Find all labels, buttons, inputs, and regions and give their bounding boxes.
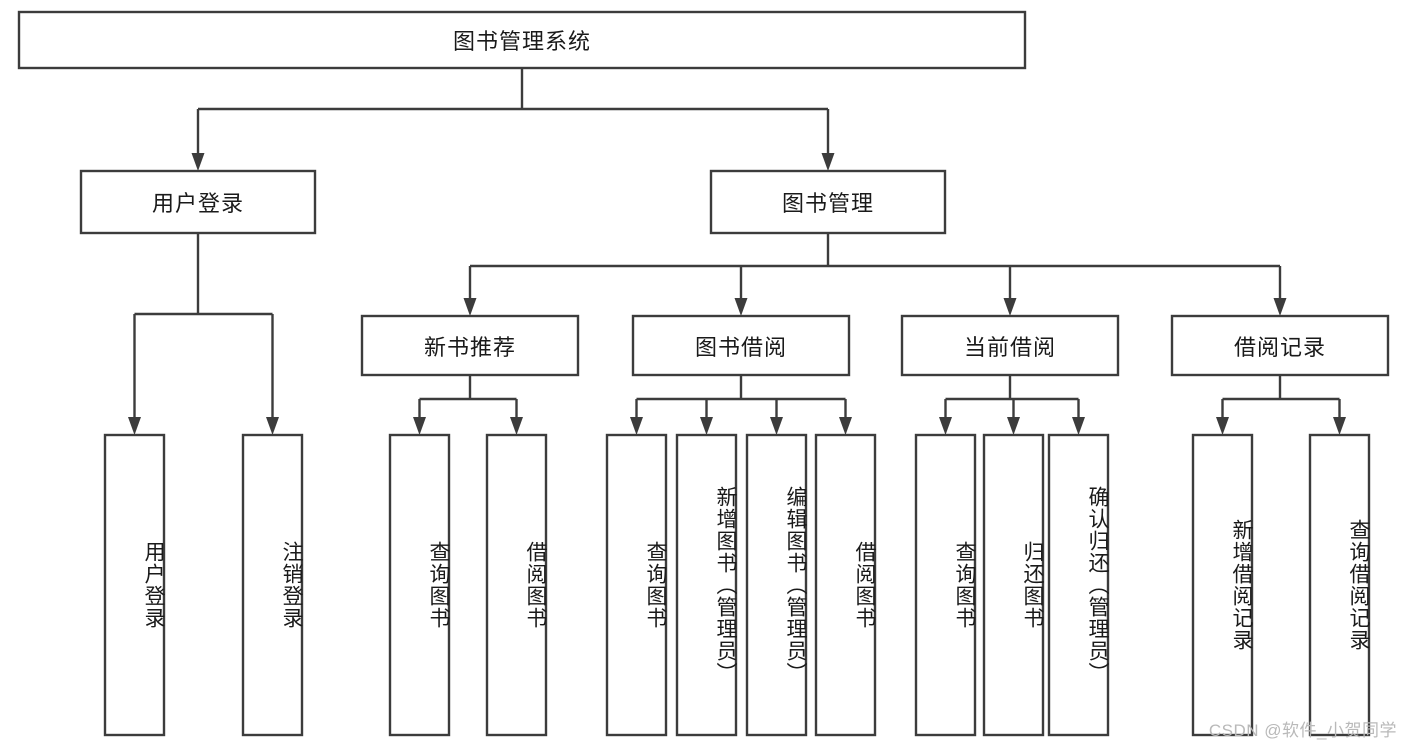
arrow-head-book-borrow xyxy=(734,298,748,316)
node-box-leaf-return-book[interactable] xyxy=(982,433,1045,737)
arrow-head-new-book-recommend xyxy=(463,298,477,316)
node-box-leaf-user-login[interactable] xyxy=(103,433,166,737)
arrow-head-leaf-borrow-book-2 xyxy=(839,417,852,435)
node-box-book-borrow[interactable] xyxy=(631,314,851,377)
arrow-head-leaf-add-book xyxy=(700,417,713,435)
arrow-head-leaf-confirm-return xyxy=(1072,417,1085,435)
arrow-head-leaf-query-book-1 xyxy=(413,417,426,435)
node-box-leaf-logout[interactable] xyxy=(241,433,304,737)
arrow-head-leaf-edit-book xyxy=(770,417,783,435)
arrow-head-leaf-logout xyxy=(266,417,279,435)
node-box-leaf-query-book-1[interactable] xyxy=(388,433,451,737)
arrow-head-leaf-query-record xyxy=(1333,417,1346,435)
node-box-current-borrow[interactable] xyxy=(900,314,1120,377)
node-box-leaf-edit-book[interactable] xyxy=(745,433,808,737)
arrow-head-current-borrow xyxy=(1003,298,1017,316)
node-box-leaf-borrow-book-1[interactable] xyxy=(485,433,548,737)
node-box-book-management[interactable] xyxy=(709,169,947,235)
arrow-head-leaf-query-book-2 xyxy=(630,417,643,435)
node-box-root[interactable] xyxy=(17,10,1027,70)
arrow-head-leaf-add-record xyxy=(1216,417,1229,435)
node-box-user-login[interactable] xyxy=(79,169,317,235)
node-box-leaf-add-book[interactable] xyxy=(675,433,738,737)
edge-layer xyxy=(128,68,1346,435)
node-box-borrow-record[interactable] xyxy=(1170,314,1390,377)
arrow-head-leaf-query-book-3 xyxy=(939,417,952,435)
node-box-leaf-add-record[interactable] xyxy=(1191,433,1254,737)
arrow-head-user-login xyxy=(191,153,205,171)
node-box-leaf-query-book-2[interactable] xyxy=(605,433,668,737)
arrow-head-leaf-user-login xyxy=(128,417,141,435)
node-box-leaf-query-record[interactable] xyxy=(1308,433,1371,737)
node-box-leaf-confirm-return[interactable] xyxy=(1047,433,1110,737)
node-box-new-book-recommend[interactable] xyxy=(360,314,580,377)
box-layer xyxy=(17,10,1390,737)
node-box-leaf-borrow-book-2[interactable] xyxy=(814,433,877,737)
arrow-head-leaf-borrow-book-1 xyxy=(510,417,523,435)
arrow-head-borrow-record xyxy=(1273,298,1287,316)
node-box-leaf-query-book-3[interactable] xyxy=(914,433,977,737)
arrow-head-leaf-return-book xyxy=(1007,417,1020,435)
arrow-head-book-management xyxy=(821,153,835,171)
